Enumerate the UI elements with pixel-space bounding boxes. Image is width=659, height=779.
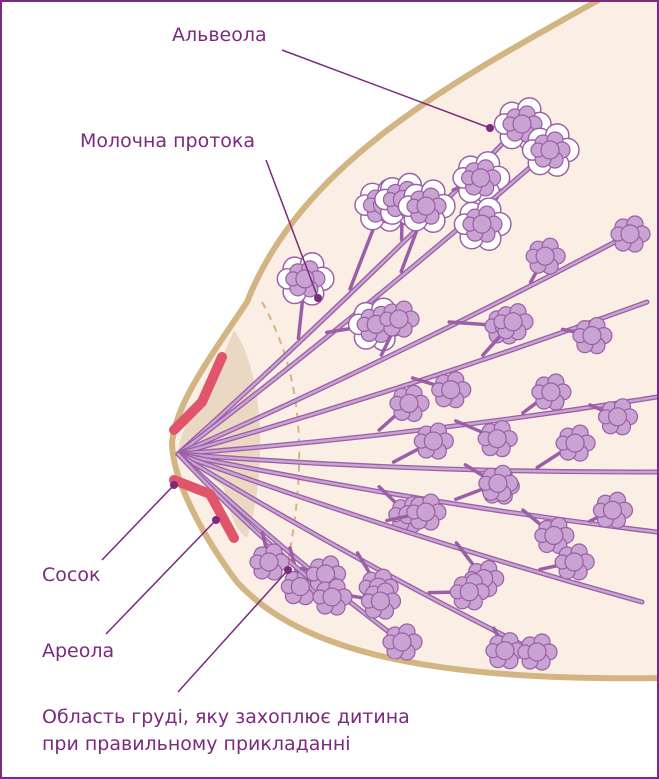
milk-duct-marker-dot (314, 294, 322, 302)
alveolus-marker-dot (486, 124, 494, 132)
nipple-marker-dot (170, 481, 178, 489)
latch-area-label-line-1: Область груді, яку захоплює дитина (42, 704, 410, 731)
latch-area-label: Область груді, яку захоплює дитина при п… (42, 704, 410, 757)
latch-area-leader-line (178, 570, 288, 692)
areola-leader-line (106, 520, 216, 634)
nipple-label: Сосок (42, 562, 100, 589)
areola-label: Ареола (42, 638, 114, 665)
areola-marker-dot (212, 516, 220, 524)
latch-area-label-line-2: при правильному прикладанні (42, 731, 410, 758)
milk-duct-label: Молочна протока (80, 128, 255, 155)
latch-area-marker-dot (284, 566, 292, 574)
nipple-leader-line (102, 485, 174, 560)
alveolus-label: Альвеола (172, 22, 267, 49)
